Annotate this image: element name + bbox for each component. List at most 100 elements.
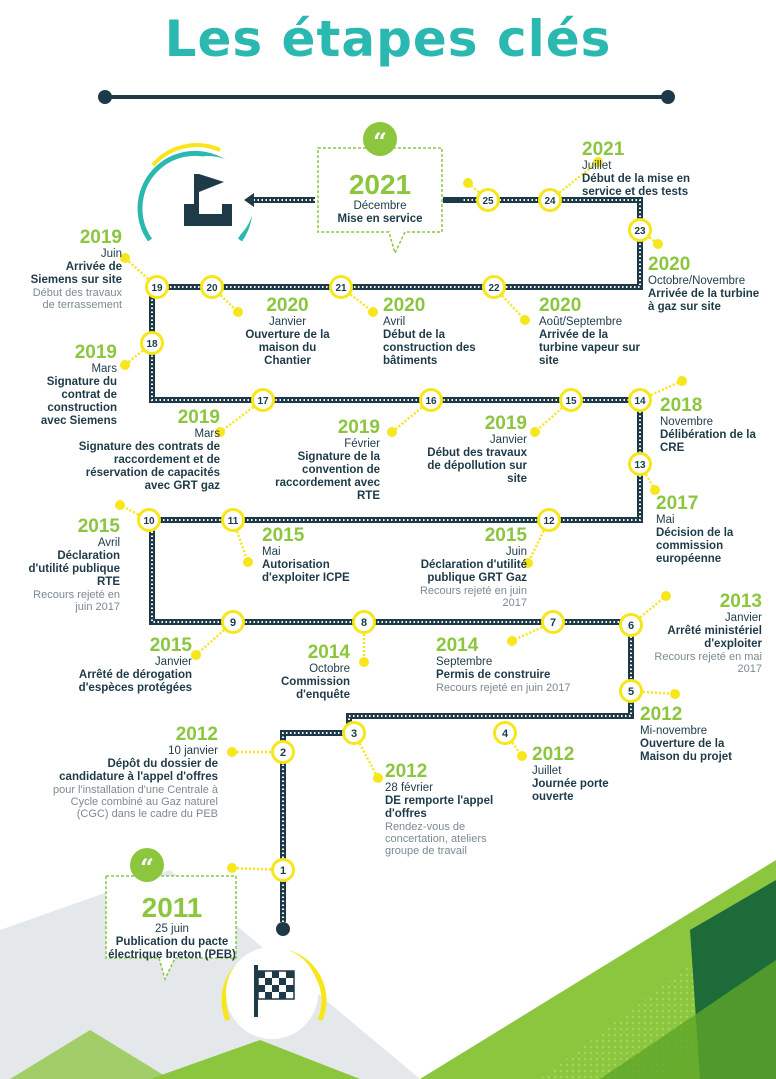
marker-number-17: 17: [257, 396, 269, 407]
event-23-year: 2020: [648, 254, 691, 275]
event-19-year: 2019: [79, 227, 122, 248]
marker-number-12: 12: [543, 516, 555, 527]
marker-number-10: 10: [143, 516, 155, 527]
event-19: 2019 Juin Arrivée de Siemens sur site Dé…: [22, 227, 122, 312]
event-13: 2017 Mai Décision de la commission europ…: [656, 494, 756, 566]
marker-25: [476, 188, 500, 212]
event-10-date: Avril: [97, 537, 120, 549]
marker-13: [628, 452, 652, 476]
connector-11: [231, 519, 250, 563]
quote-icon-2021: “: [363, 122, 397, 156]
event-15-year: 2019: [484, 413, 527, 434]
marker-number-20: 20: [206, 283, 218, 294]
event-11-text: Autorisation d'exploiter ICPE: [262, 559, 350, 584]
marker-11: [221, 508, 245, 532]
connector-22: [493, 286, 526, 321]
marker-number-3: 3: [351, 728, 357, 740]
start-flag-icon: [184, 174, 232, 226]
event-11-year: 2015: [262, 525, 305, 546]
connector-dot-17: [215, 427, 225, 437]
quote-icon-2011: “: [130, 848, 164, 882]
event-24-text: Début de la mise en service et des tests: [582, 173, 691, 198]
connector-21: [340, 286, 374, 313]
event-20-date: Janvier: [268, 316, 307, 328]
event-5-year: 2012: [640, 704, 683, 725]
marker-number-13: 13: [634, 460, 646, 471]
marker-15: [559, 388, 583, 412]
marker-3: [342, 721, 366, 745]
event-20-year: 2020: [266, 295, 309, 316]
highlight-2021-date: Décembre: [353, 200, 407, 212]
marker-number-14: 14: [634, 396, 646, 407]
marker-number-19: 19: [151, 283, 163, 294]
event-17-year: 2019: [177, 407, 220, 428]
event-20-text: Ouverture de la maison du Chantier: [245, 329, 330, 367]
event-22-date: Août/Septembre: [539, 316, 623, 328]
event-16-year: 2019: [337, 417, 380, 438]
connector-dot-14: [677, 376, 687, 386]
event-17-date: Mars: [194, 428, 220, 440]
event-2-text: Dépôt du dossier de candidature à l'appe…: [59, 758, 218, 783]
event-23: 2020 Octobre/Novembre Arrivée de la turb…: [648, 255, 763, 314]
timeline-start-dot: [276, 922, 290, 936]
event-24-date: Juillet: [582, 160, 612, 172]
marker-18: [140, 331, 164, 355]
marker-17: [251, 388, 275, 412]
event-8-date: Octobre: [309, 663, 350, 675]
event-18-text: Signature du contrat de construction ave…: [40, 376, 117, 427]
marker-1: [271, 858, 295, 882]
event-15: 2019 Janvier Début des travaux de dépoll…: [422, 414, 527, 486]
connector-dot-22: [520, 315, 530, 325]
marker-number-25: 25: [482, 196, 494, 207]
connector-dot-9: [191, 650, 201, 660]
marker-number-9: 9: [230, 617, 236, 629]
highlight-2021-text: Mise en service: [337, 213, 423, 225]
event-14-date: Novembre: [660, 416, 714, 428]
connector-6: [630, 595, 667, 626]
arrow-head: [244, 193, 254, 207]
event-9: 2015 Janvier Arrêté de dérogation d'espè…: [70, 636, 192, 695]
event-2: 2012 10 janvier Dépôt du dossier de cand…: [40, 725, 218, 821]
event-4-date: Juillet: [532, 765, 562, 777]
marker-2: [271, 740, 295, 764]
marker-23: [628, 218, 652, 242]
event-15-date: Janvier: [489, 434, 527, 446]
marker-4: [493, 721, 517, 745]
connector-dot-19: [120, 253, 130, 263]
connector-dot-16: [387, 427, 397, 437]
connector-dot-2: [227, 747, 237, 757]
event-14-text: Délibération de la CRE: [660, 429, 756, 454]
event-10-year: 2015: [77, 516, 120, 537]
event-12: 2015 Juin Déclaration d'utilité publique…: [405, 525, 527, 610]
event-16-text: Signature de la convention de raccordeme…: [275, 451, 380, 502]
marker-number-8: 8: [361, 617, 367, 629]
event-2-date: 10 janvier: [168, 745, 218, 757]
finish-flag-icon: [254, 965, 295, 1017]
highlight-2011-text: Publication du pacte électrique breton (…: [108, 936, 236, 961]
event-17: 2019 Mars Signature des contrats de racc…: [78, 408, 220, 493]
marker-number-1: 1: [280, 865, 286, 877]
event-6-date: Janvier: [724, 612, 762, 624]
connector-dot-6: [661, 591, 671, 601]
event-13-year: 2017: [656, 493, 699, 514]
event-3: 2012 28 février DE remporte l'appel d'of…: [385, 762, 515, 858]
event-16-date: Février: [344, 438, 380, 450]
highlight-2011-date: 25 juin: [155, 923, 189, 935]
connector-dot-24: [593, 157, 603, 167]
event-22-year: 2020: [539, 295, 582, 316]
event-7-note: Recours rejeté en juin 2017: [436, 682, 571, 694]
event-19-text: Arrivée de Siemens sur site: [30, 261, 122, 286]
event-6: 2013 Janvier Arrêté ministériel d'exploi…: [640, 592, 762, 676]
event-16: 2019 Février Signature de la convention …: [268, 418, 380, 503]
connector-dot-1: [227, 863, 237, 873]
connector-dot-12: [523, 558, 533, 568]
event-11-date: Mai: [262, 546, 281, 558]
connector-dot-21: [368, 307, 378, 317]
event-4-text: Journée porte ouverte: [532, 778, 609, 803]
marker-number-23: 23: [634, 226, 646, 237]
event-24-year: 2021: [582, 139, 625, 160]
event-6-text: Arrêté ministériel d'exploiter: [667, 625, 762, 650]
connector-dot-15: [530, 427, 540, 437]
event-23-text: Arrivée de la turbine à gaz sur site: [648, 288, 760, 313]
event-12-year: 2015: [484, 525, 527, 546]
